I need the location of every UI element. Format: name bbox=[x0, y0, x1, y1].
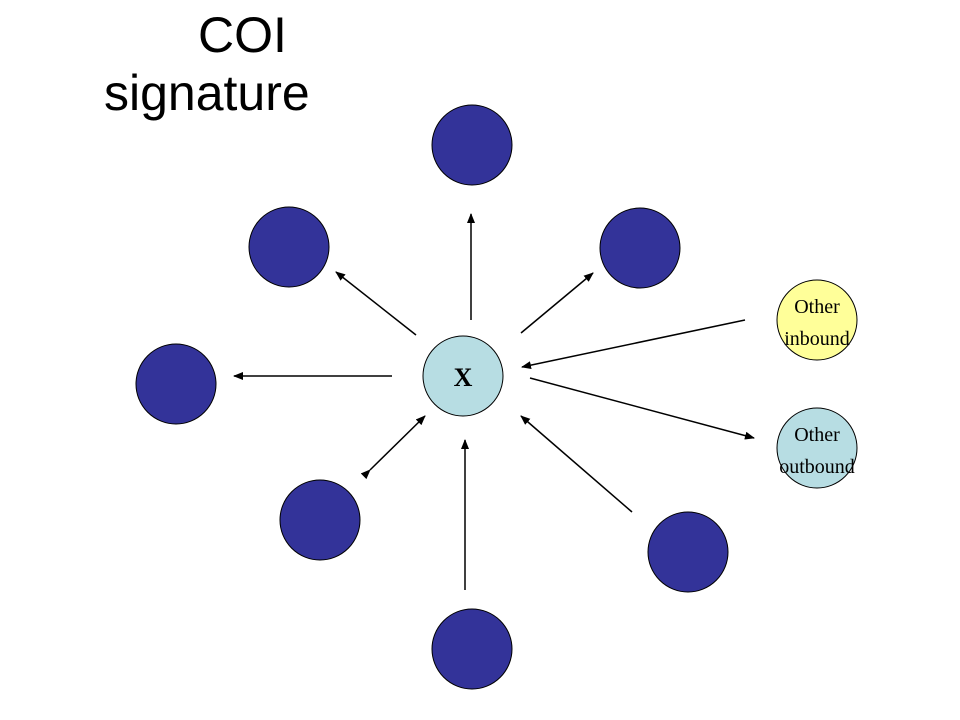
other-outbound-circle bbox=[776, 407, 858, 489]
peer-node-left bbox=[135, 343, 217, 425]
center-node: X bbox=[422, 335, 504, 417]
other-outbound-node: Other outbound bbox=[776, 407, 858, 489]
other-inbound-label-line1: Other bbox=[794, 296, 840, 318]
arrow-other-outbound bbox=[529, 377, 755, 440]
other-inbound-label-line2: inbound bbox=[784, 328, 850, 350]
peer-node-top bbox=[431, 104, 513, 186]
other-inbound-node: Other inbound bbox=[776, 279, 858, 361]
center-node-circle bbox=[422, 335, 504, 417]
other-outbound-label-line2: outbound bbox=[779, 456, 855, 478]
arrow-from-lower-right-node bbox=[520, 415, 633, 513]
center-node-label: X bbox=[454, 363, 473, 392]
arrow-to-upper-right-node bbox=[520, 272, 594, 334]
title-line-1: COI bbox=[198, 7, 287, 63]
peer-node-lower-left bbox=[279, 479, 361, 561]
arrow-bidirectional-lower-left-node bbox=[360, 415, 426, 480]
peer-node-bottom bbox=[431, 608, 513, 690]
peer-node-lower-right bbox=[647, 511, 729, 593]
other-outbound-label-line1: Other bbox=[794, 424, 840, 446]
other-inbound-circle bbox=[776, 279, 858, 361]
title-line-2: signature bbox=[104, 65, 310, 121]
arrow-to-upper-left-node bbox=[335, 271, 417, 336]
arrows bbox=[233, 213, 755, 590]
peer-node-upper-left bbox=[248, 206, 330, 288]
peer-node-upper-right bbox=[599, 207, 681, 289]
slide-title: COI signature bbox=[100, 6, 400, 122]
peer-nodes bbox=[135, 104, 729, 690]
arrow-other-inbound bbox=[521, 319, 746, 370]
